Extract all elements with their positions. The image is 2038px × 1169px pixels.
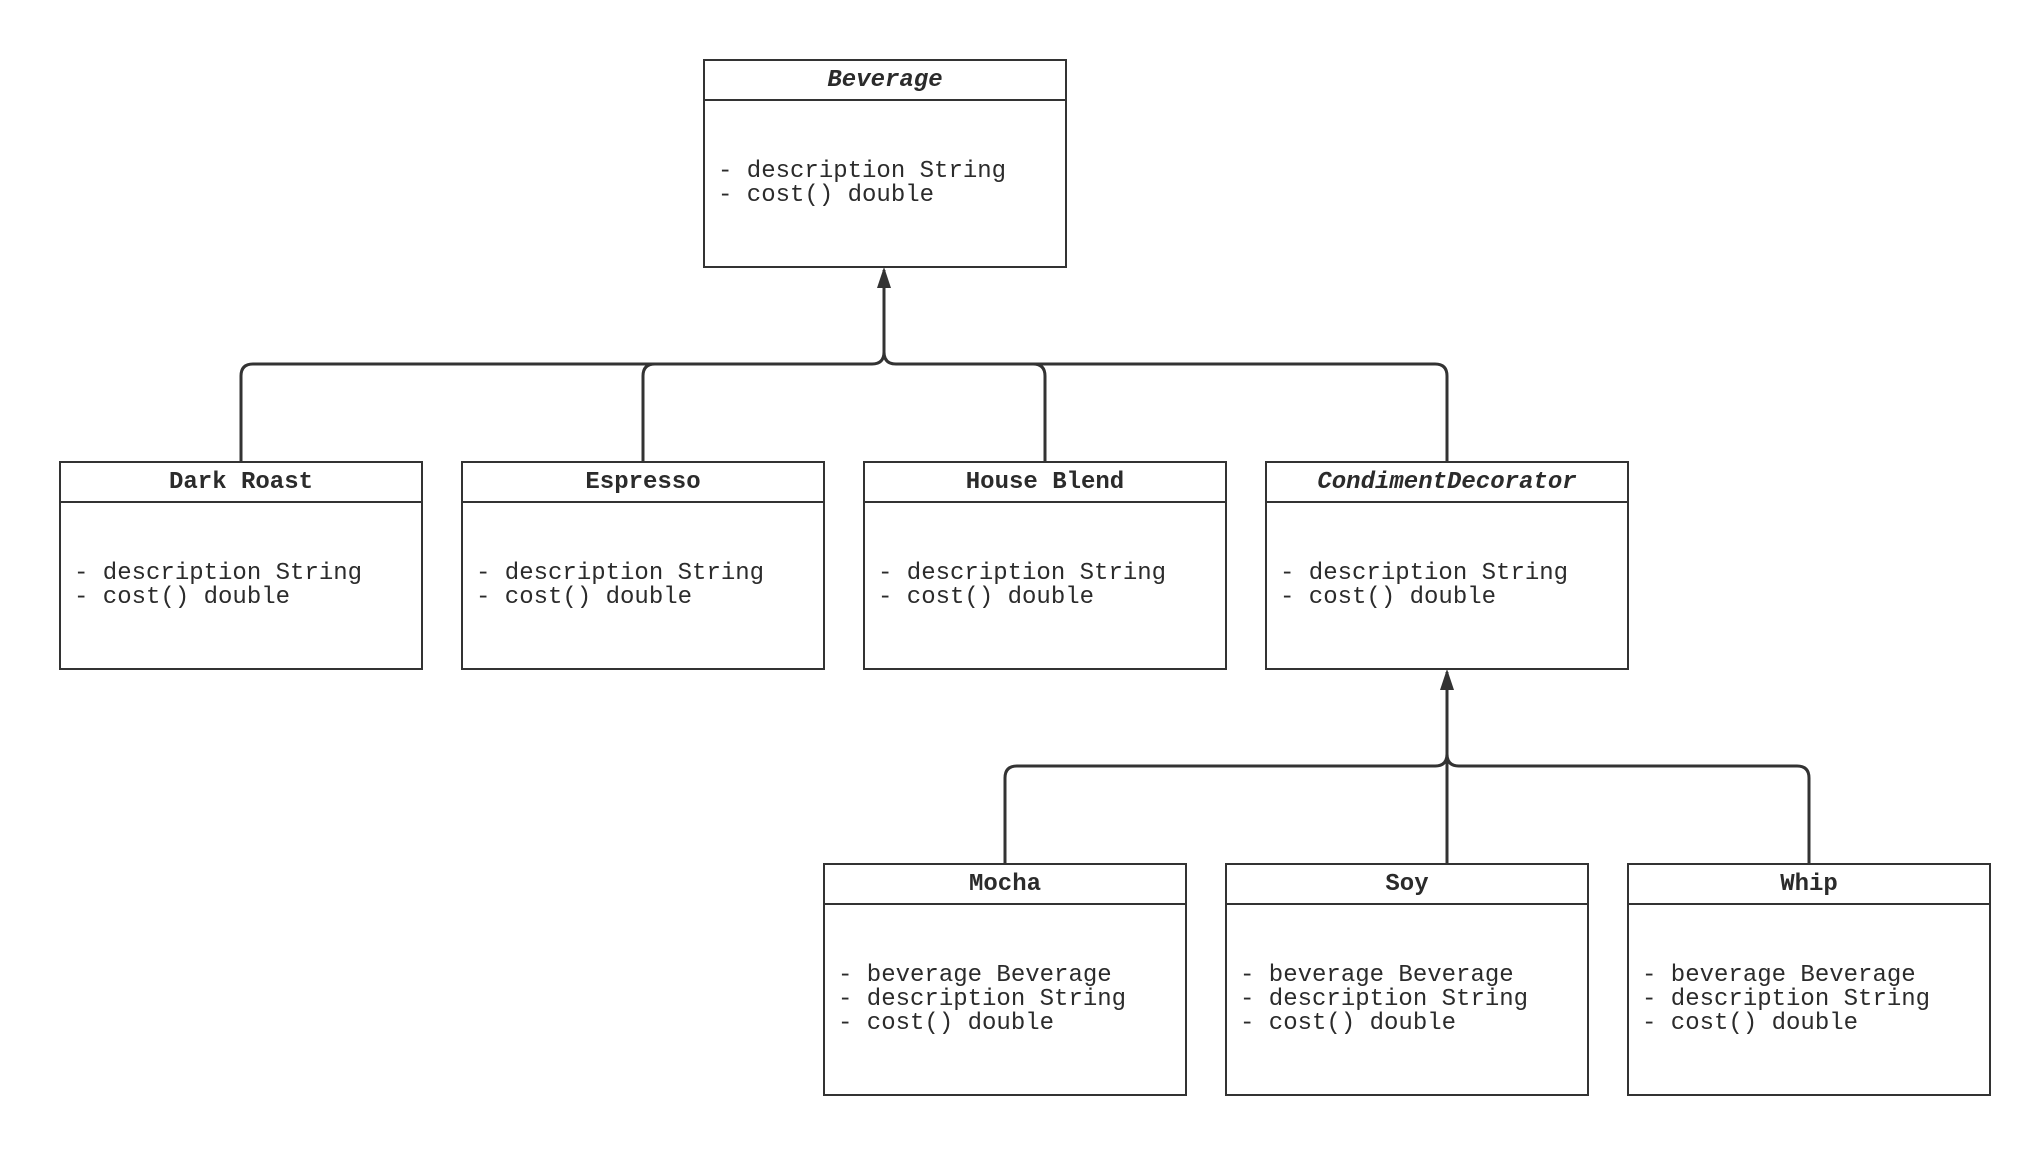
member-attribute: - description String	[1280, 559, 1569, 587]
class-members: - description String - cost() double	[61, 503, 421, 668]
class-name: Espresso	[463, 463, 823, 503]
member-attribute: - description String	[878, 559, 1167, 587]
class-members: - beverage Beverage - description String…	[1227, 905, 1587, 1094]
member-method: - cost() double	[1280, 583, 1497, 611]
class-members: - beverage Beverage - description String…	[1629, 905, 1989, 1094]
inheritance-line-house-blend	[882, 351, 1047, 461]
member-attribute: - description String	[838, 985, 1127, 1013]
member-attribute: - beverage Beverage	[1642, 961, 1916, 989]
member-method: - cost() double	[838, 1009, 1055, 1037]
class-name: House Blend	[865, 463, 1225, 503]
member-method: - cost() double	[718, 181, 935, 209]
class-soy[interactable]: Soy - beverage Beverage - description St…	[1225, 863, 1589, 1096]
member-attribute: - beverage Beverage	[838, 961, 1112, 989]
class-members: - description String - cost() double	[865, 503, 1225, 668]
inheritance-line-mocha	[1003, 672, 1449, 863]
member-method: - cost() double	[1642, 1009, 1859, 1037]
member-method: - cost() double	[74, 583, 291, 611]
inheritance-line-condiment-decorator	[896, 362, 1449, 461]
member-attribute: - beverage Beverage	[1240, 961, 1514, 989]
class-name: Soy	[1227, 865, 1587, 905]
class-name: CondimentDecorator	[1267, 463, 1627, 503]
class-name: Mocha	[825, 865, 1185, 905]
inheritance-line-whip	[1445, 753, 1811, 863]
class-condiment-decorator[interactable]: CondimentDecorator - description String …	[1265, 461, 1629, 670]
inheritance-arrowhead-beverage	[877, 267, 891, 288]
class-members: - description String - cost() double	[463, 503, 823, 668]
member-attribute: - description String	[476, 559, 765, 587]
class-espresso[interactable]: Espresso - description String - cost() d…	[461, 461, 825, 670]
class-dark-roast[interactable]: Dark Roast - description String - cost()…	[59, 461, 423, 670]
class-members: - beverage Beverage - description String…	[825, 905, 1185, 1094]
member-method: - cost() double	[878, 583, 1095, 611]
class-beverage[interactable]: Beverage - description String - cost() d…	[703, 59, 1067, 268]
class-name: Whip	[1629, 865, 1989, 905]
member-method: - cost() double	[476, 583, 693, 611]
class-members: - description String - cost() double	[705, 101, 1065, 266]
member-attribute: - description String	[1240, 985, 1529, 1013]
member-method: - cost() double	[1240, 1009, 1457, 1037]
class-house-blend[interactable]: House Blend - description String - cost(…	[863, 461, 1227, 670]
member-attribute: - description String	[718, 157, 1007, 185]
class-mocha[interactable]: Mocha - beverage Beverage - description …	[823, 863, 1187, 1096]
class-whip[interactable]: Whip - beverage Beverage - description S…	[1627, 863, 1991, 1096]
member-attribute: - description String	[74, 559, 363, 587]
class-members: - description String - cost() double	[1267, 503, 1627, 668]
class-name: Beverage	[705, 61, 1065, 101]
inheritance-arrowhead-condiment-decorator	[1440, 669, 1454, 690]
inheritance-line-espresso	[641, 362, 872, 461]
class-name: Dark Roast	[61, 463, 421, 503]
member-attribute: - description String	[1642, 985, 1931, 1013]
